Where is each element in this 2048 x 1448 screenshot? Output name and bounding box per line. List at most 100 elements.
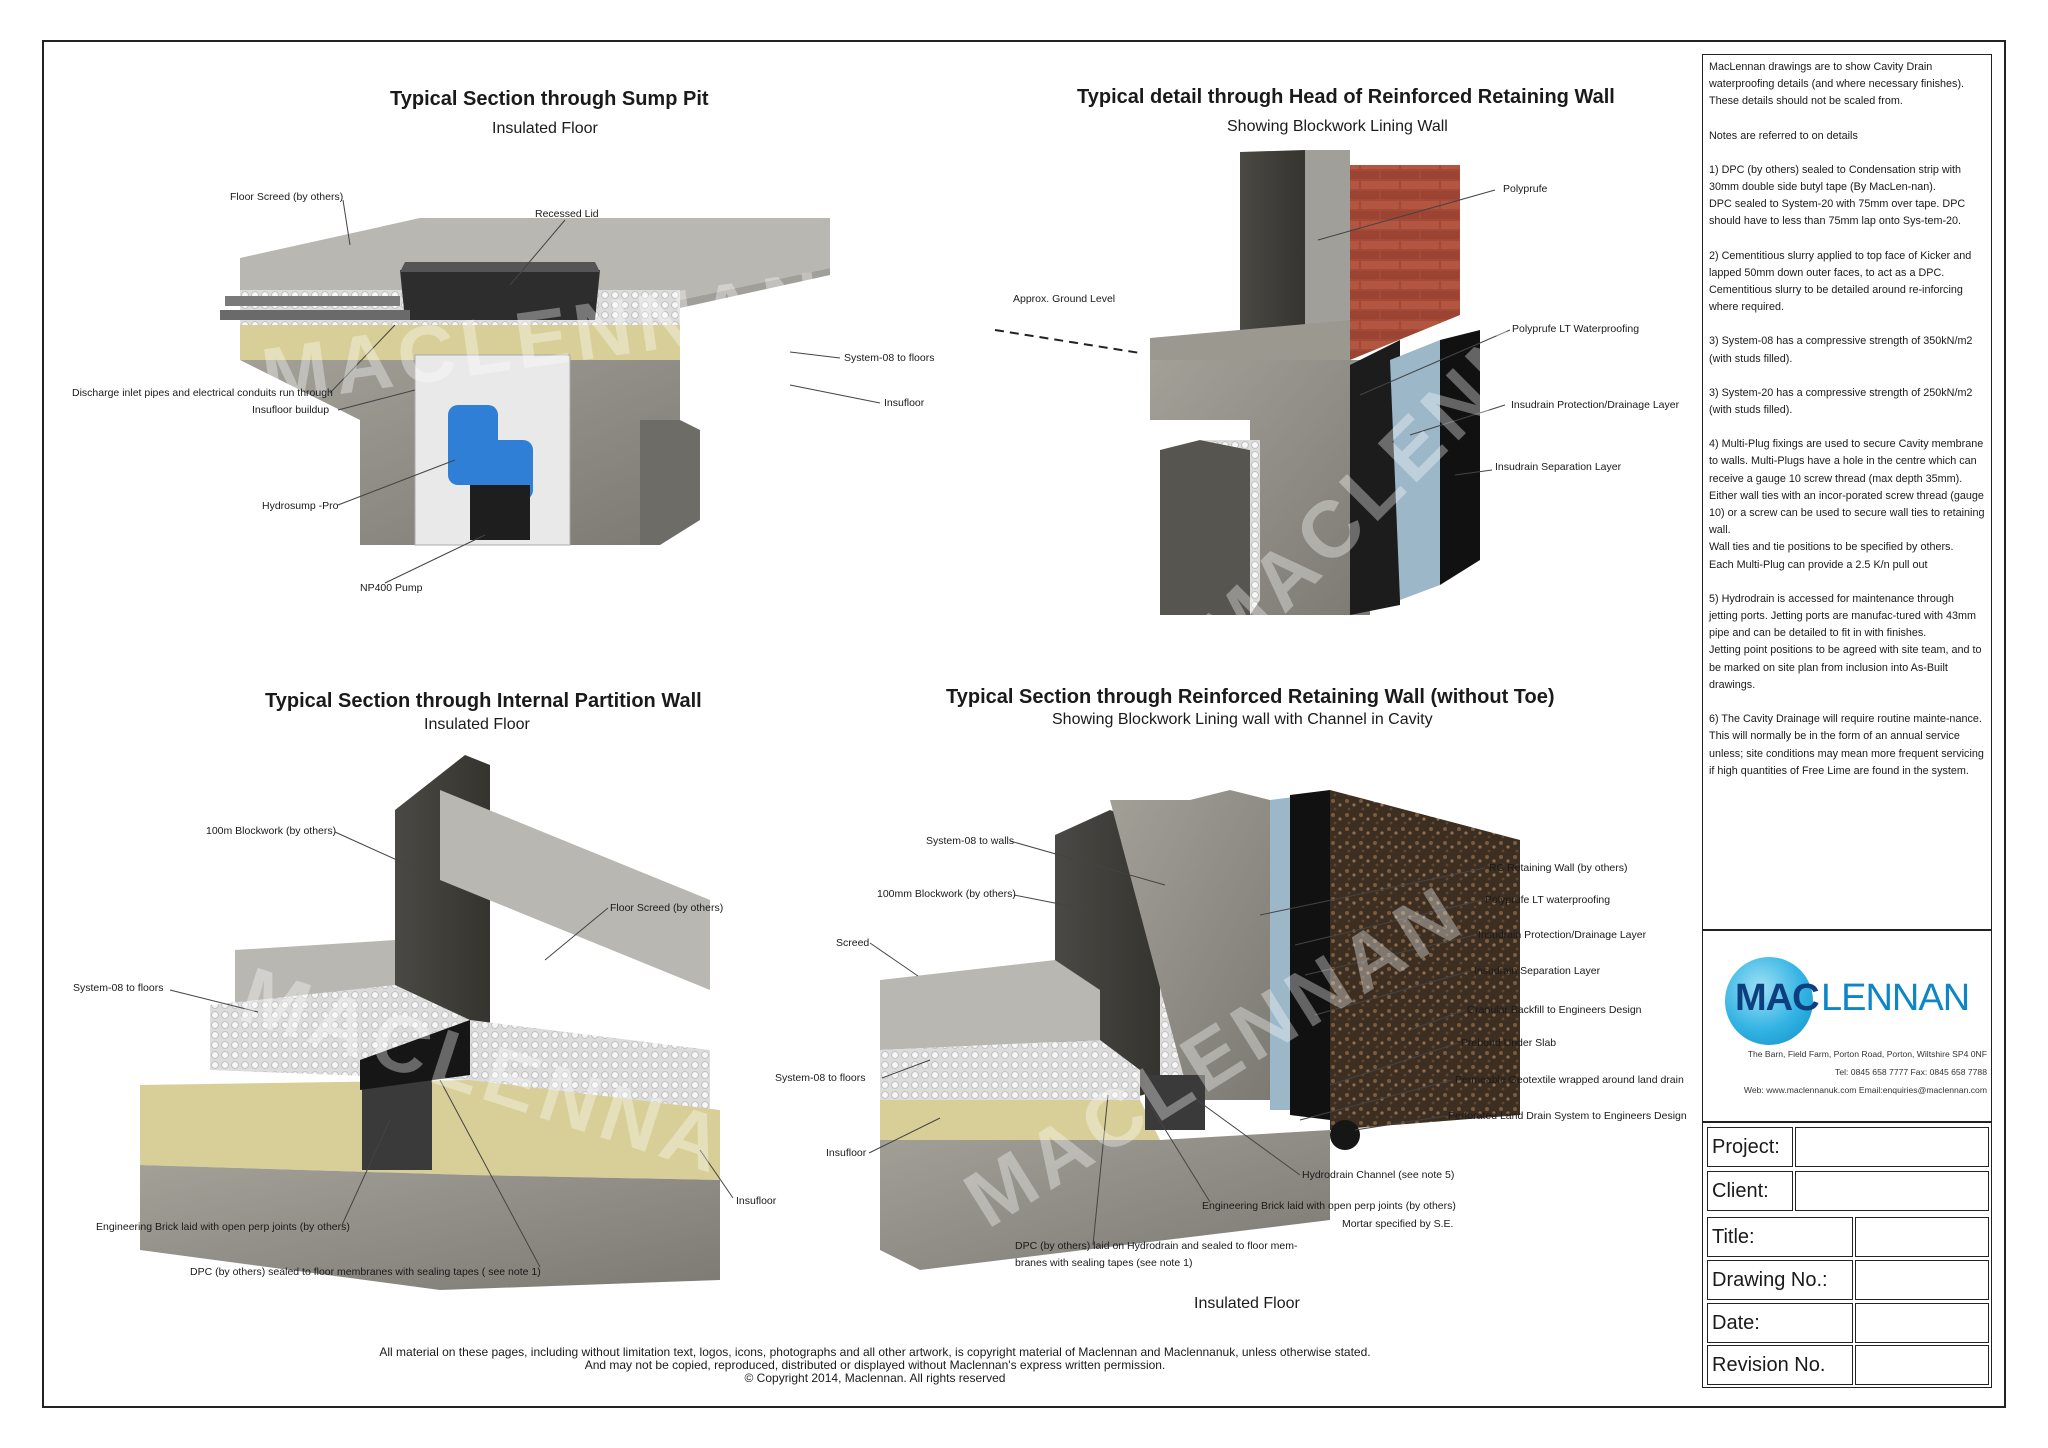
drawings-area: Typical Section through Sump Pit Insulat… bbox=[72, 86, 1687, 1312]
sump-pit-title: Typical Section through Sump Pit bbox=[390, 88, 709, 110]
label-system08: System-08 to floors bbox=[844, 352, 935, 364]
tb-label: Client: bbox=[1707, 1171, 1793, 1211]
copyright-line: All material on these pages, including w… bbox=[379, 1345, 1371, 1359]
label-insufloor: Insufloor bbox=[826, 1147, 867, 1159]
label-dpc-line2: branes with sealing tapes (see note 1) bbox=[1015, 1257, 1193, 1269]
leader-lines bbox=[169, 189, 1511, 1268]
partition-title: Typical Section through Internal Partiti… bbox=[265, 690, 702, 712]
drawing-sheet-border bbox=[42, 40, 2006, 1408]
head-wall-title: Typical detail through Head of Reinforce… bbox=[1077, 86, 1615, 108]
head-wall-illustration bbox=[994, 150, 1480, 615]
label-insufloor: Insufloor bbox=[736, 1195, 777, 1207]
head-wall-subtitle: Showing Blockwork Lining Wall bbox=[1227, 118, 1448, 135]
label-insufloor-buildup: Insufloor buildup bbox=[252, 404, 330, 416]
label-insudrain-protection: Insudrain Protection/Drainage Layer bbox=[1511, 399, 1680, 411]
retaining-title: Typical Section through Reinforced Retai… bbox=[946, 686, 1555, 708]
label-system08-walls: System-08 to walls bbox=[926, 835, 1015, 847]
tb-row-title: Title: bbox=[1707, 1217, 1989, 1257]
sump-pit-illustration bbox=[220, 218, 830, 546]
label-floor-screed: Floor Screed (by others) bbox=[230, 191, 344, 203]
tb-label: Date: bbox=[1707, 1303, 1853, 1343]
title-block: Project: Client: Title: Drawing No.: Dat… bbox=[1702, 1122, 1992, 1388]
tb-title-field[interactable] bbox=[1855, 1217, 1989, 1257]
note-6: 6) The Cavity Drainage will require rout… bbox=[1709, 713, 1984, 777]
note-4: 4) Multi-Plug fixings are used to secure… bbox=[1709, 438, 1985, 537]
tb-row-project: Project: bbox=[1707, 1127, 1989, 1167]
note-3b: 3) System-20 has a compressive strength … bbox=[1709, 386, 1973, 417]
drawing-illustrations bbox=[140, 150, 1520, 1290]
note-4: Each Multi-Plug can provide a 2.5 K/n pu… bbox=[1709, 558, 1928, 571]
tb-label: Project: bbox=[1707, 1127, 1793, 1167]
label-insudrain-separation: Insudrain Separation Layer bbox=[1474, 965, 1601, 977]
copyright-notice: All material on these pages, including w… bbox=[310, 1346, 1440, 1385]
note-1: 1) DPC (by others) sealed to Condensatio… bbox=[1709, 163, 1962, 194]
label-hydrodrain: Hydrodrain Channel (see note 5) bbox=[1302, 1169, 1455, 1181]
tb-row-client: Client: bbox=[1707, 1171, 1989, 1211]
label-discharge: Discharge inlet pipes and electrical con… bbox=[72, 387, 333, 399]
retaining-illustration bbox=[880, 790, 1520, 1270]
label-engineering-brick: Engineering Brick laid with open perp jo… bbox=[96, 1221, 350, 1233]
label-recessed-lid: Recessed Lid bbox=[535, 208, 599, 220]
note-2: 2) Cementitious slurry applied to top fa… bbox=[1709, 249, 1972, 314]
tb-project-field[interactable] bbox=[1795, 1127, 1989, 1167]
label-granular: Granular Backfill to Engineers Design bbox=[1467, 1004, 1642, 1016]
partition-subtitle: Insulated Floor bbox=[424, 716, 530, 733]
logo-circle-icon bbox=[1725, 957, 1813, 1045]
copyright-line: And may not be copied, reproduced, distr… bbox=[584, 1358, 1166, 1372]
note-intro: These details should not be scaled from. bbox=[1709, 95, 1903, 108]
note-intro: Notes are referred to on details bbox=[1709, 129, 1858, 142]
tb-drawing-no-field[interactable] bbox=[1855, 1260, 1989, 1300]
label-geotextile: Permeable Geotextile wrapped around land… bbox=[1455, 1074, 1684, 1086]
tb-revision-field[interactable] bbox=[1855, 1345, 1989, 1385]
copyright-line: © Copyright 2014, Maclennan. All rights … bbox=[744, 1371, 1006, 1385]
company-address: The Barn, Field Farm, Porton Road, Porto… bbox=[1747, 1049, 1987, 1059]
tb-row-date: Date: bbox=[1707, 1303, 1989, 1343]
maclennan-logo: MAC LENNAN bbox=[1725, 957, 1975, 1047]
notes-panel: MacLennan drawings are to show Cavity Dr… bbox=[1702, 54, 1992, 930]
note-5: 5) Hydrodrain is accessed for maintenanc… bbox=[1709, 592, 1977, 640]
label-rc-wall: RC Retaining Wall (by others) bbox=[1489, 862, 1628, 874]
note-4: Wall ties and tie positions to be specif… bbox=[1709, 541, 1954, 554]
retaining-footer: Insulated Floor bbox=[1194, 1295, 1300, 1312]
partition-illustration bbox=[140, 755, 720, 1290]
label-np400: NP400 Pump bbox=[360, 582, 423, 594]
company-web: Web: www.maclennanuk.com Email:enquiries… bbox=[1743, 1085, 1987, 1095]
label-system08: System-08 to floors bbox=[73, 982, 164, 994]
label-insufloor: Insufloor bbox=[884, 397, 925, 409]
company-phone: Tel: 0845 658 7777 Fax: 0845 658 7788 bbox=[1835, 1067, 1987, 1077]
label-dpc-line1: DPC (by others) laid on Hydrodrain and s… bbox=[1015, 1240, 1298, 1252]
label-mortar: Mortar specified by S.E. bbox=[1342, 1218, 1454, 1230]
label-floor-screed: Floor Screed (by others) bbox=[610, 902, 724, 914]
logo-panel: MAC LENNAN The Barn, Field Farm, Porton … bbox=[1702, 930, 1992, 1122]
label-dpc: DPC (by others) sealed to floor membrane… bbox=[190, 1266, 541, 1278]
label-screed: Screed bbox=[836, 937, 870, 949]
logo-mac: MAC bbox=[1735, 977, 1820, 1019]
note-3: 3) System-08 has a compressive strength … bbox=[1709, 335, 1973, 365]
label-eng-brick: Engineering Brick laid with open perp jo… bbox=[1202, 1200, 1456, 1212]
tb-row-drawing-no: Drawing No.: bbox=[1707, 1260, 1989, 1300]
label-polyprufe-lt: Polyprufe LT waterproofing bbox=[1485, 894, 1611, 906]
note-intro: MacLennan drawings are to show Cavity Dr… bbox=[1709, 61, 1965, 91]
label-insudrain-separation: Insudrain Separation Layer bbox=[1495, 461, 1622, 473]
tb-label: Revision No. bbox=[1707, 1345, 1853, 1385]
tb-label: Title: bbox=[1707, 1217, 1853, 1257]
tb-client-field[interactable] bbox=[1795, 1171, 1989, 1211]
sump-pit-subtitle: Insulated Floor bbox=[492, 120, 598, 137]
note-5: Jetting point positions to be agreed wit… bbox=[1709, 644, 1982, 691]
tb-date-field[interactable] bbox=[1855, 1303, 1989, 1343]
logo-lennan: LENNAN bbox=[1821, 977, 1970, 1019]
label-system08-floors: System-08 to floors bbox=[775, 1072, 866, 1084]
tb-row-revision: Revision No. bbox=[1707, 1345, 1989, 1385]
label-prebond: Prebond Under Slab bbox=[1461, 1037, 1557, 1049]
label-land-drain: Perforated Land Drain System to Engineer… bbox=[1448, 1110, 1687, 1122]
tb-label: Drawing No.: bbox=[1707, 1260, 1853, 1300]
retaining-subtitle: Showing Blockwork Lining wall with Chann… bbox=[1052, 711, 1433, 728]
label-blockwork: 100m Blockwork (by others) bbox=[206, 825, 337, 837]
label-polyprufe-lt: Polyprufe LT Waterproofing bbox=[1512, 323, 1640, 335]
label-insudrain-protection: Insudrain Protection/Drainage Layer bbox=[1478, 929, 1647, 941]
label-polyprufe: Polyprufe bbox=[1503, 183, 1548, 195]
label-blockwork: 100mm Blockwork (by others) bbox=[877, 888, 1016, 900]
label-ground-level: Approx. Ground Level bbox=[1013, 293, 1116, 305]
label-hydrosump: Hydrosump -Pro bbox=[262, 500, 339, 512]
note-1: DPC sealed to System-20 with 75mm over t… bbox=[1709, 198, 1966, 228]
